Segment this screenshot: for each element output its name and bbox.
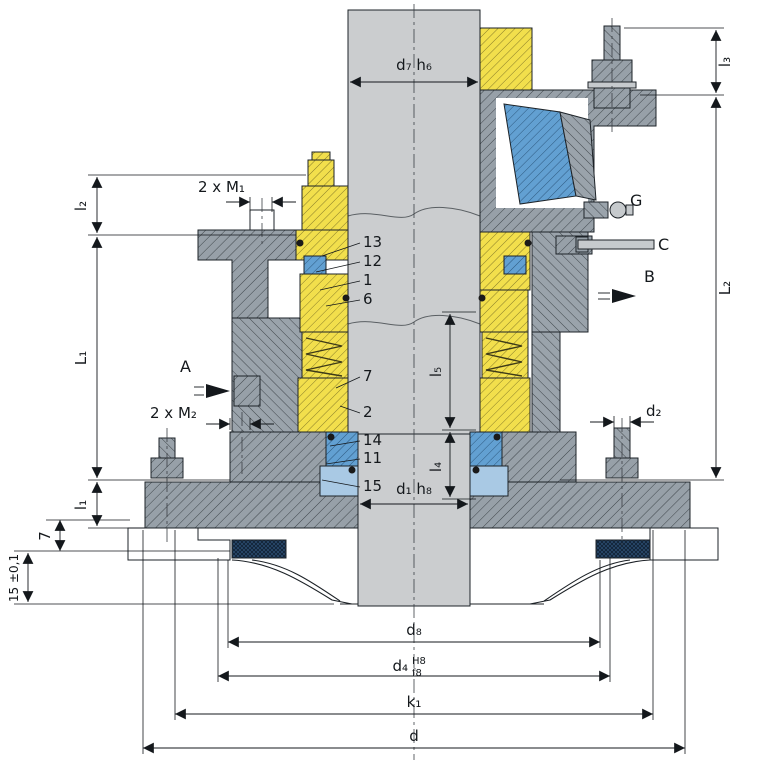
o-ring-4 [348,466,356,474]
callout-1: 1 [363,271,373,289]
spring-right [485,337,523,377]
retainer-ring-right [531,331,561,433]
dim-l5-label: l₅ [427,367,445,377]
housing-step-left [229,431,327,483]
flow-arrow-a [206,384,230,398]
dim-d7h6-label: d₇ h₆ [396,56,432,74]
dim-k1-label: k₁ [407,693,422,711]
bellows-right-inner [543,559,631,602]
callout-15: 15 [363,477,382,495]
port-c-label: C [658,235,669,254]
left-housing [197,198,327,483]
fasteners [150,18,639,545]
callout-leaders [315,242,361,488]
seal-ring-a-left [295,229,349,261]
fitting-left [307,159,335,187]
dim-l1-label: l₁ [72,500,90,510]
dimension-lines [22,30,722,754]
o-ring-1 [296,239,304,247]
sleeve-top-right [479,27,533,91]
labels: d₇ h₆ d₁ h₈ l₂ L₁ l₁ 7 15 ±0,1 l₃ L₂ l₅ … [7,56,734,745]
o-ring-7 [493,433,501,441]
seal-cartridge-yellow [295,27,533,433]
callout-6: 6 [363,290,373,308]
dim-L1-label: L₁ [72,351,90,365]
gland-flange-left [197,229,303,319]
seal-housing-left [231,317,303,433]
casing-left [127,527,231,561]
dim-15-label: 15 ±0,1 [7,554,21,602]
o-ring-2 [342,294,350,302]
spring-left [305,337,343,377]
callout-7: 7 [363,367,373,385]
dim-7-label: 7 [36,531,54,541]
flow-arrow-b [612,289,636,303]
quench-fitting-tip [625,204,634,216]
port-boss-a [233,375,261,407]
quench-fitting-knob [609,201,627,219]
gasket-right [595,539,651,559]
quench-fitting-body [583,201,609,219]
o-ring-8 [472,466,480,474]
drive-collar-right [479,377,531,433]
gasket-strips [231,539,651,559]
callout-12: 12 [363,252,382,270]
bellows-left-inner [251,559,341,602]
seal-ring-b-left [299,273,349,333]
dim-L2-label: L₂ [716,281,734,295]
seal-ring-b-right [479,289,529,333]
dim-l4-label: l₄ [427,462,445,472]
port-g-label: G [630,191,642,210]
callout-14: 14 [363,431,382,449]
o-ring-3 [327,433,335,441]
sleeve-upper-left [301,185,349,231]
extension-lines [14,27,724,754]
o-ring-5 [524,239,532,247]
o-ring-6 [478,294,486,302]
dim-d4-tol-lower: f8 [412,668,422,679]
dim-m1-label: 2 x M₁ [198,178,245,196]
dim-d8-label: d₈ [406,621,422,639]
dim-d4-tol-upper: H8 [412,656,426,667]
callout-11: 11 [363,449,382,467]
drive-collar-left [297,377,349,433]
dim-d1h8-label: d₁ h₈ [396,480,432,498]
dim-d2-label: d₂ [646,402,662,420]
port-a-label: A [180,357,191,376]
callout-2: 2 [363,403,373,421]
ring-carrier-left [303,255,327,275]
blue-components [296,103,597,497]
bellows-right-outer [529,559,651,605]
flow-arrows [194,289,636,398]
bearing-outer-race [559,111,597,201]
callout-13: 13 [363,233,382,251]
dim-l2-label: l₂ [72,201,90,211]
dim-d-label: d [409,727,419,745]
circulation-pin [577,239,655,250]
dim-m2-label: 2 x M₂ [150,404,197,422]
ring-carrier-right [503,255,527,275]
connection-fittings [575,201,655,253]
port-b-label: B [644,267,655,286]
dim-l3-label: l₃ [716,57,734,67]
pump-casing-outline [127,527,719,605]
casing-right [649,527,719,561]
bellows-left-outer [231,559,353,605]
gasket-left [231,539,287,559]
dim-d4-label: d₄ [392,657,408,675]
